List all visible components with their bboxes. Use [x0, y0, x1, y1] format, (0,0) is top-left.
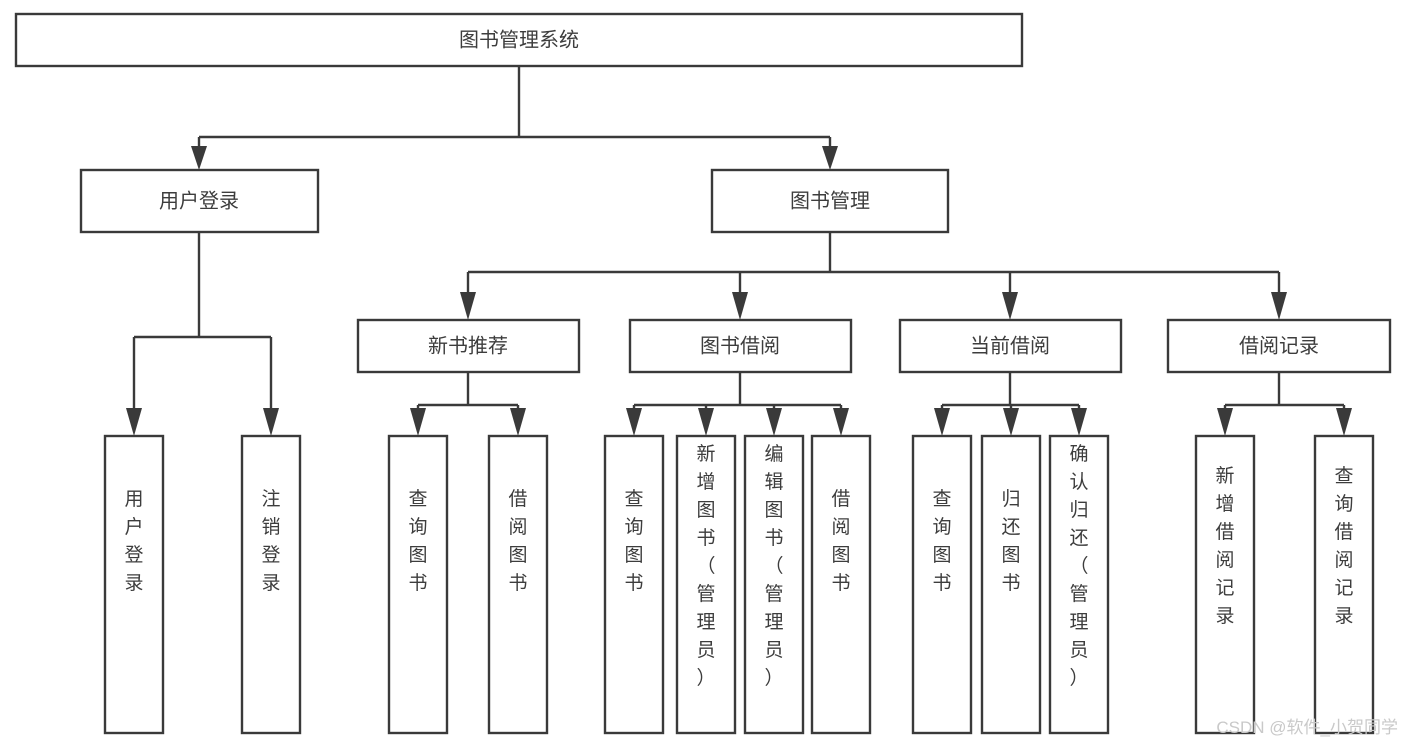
leaf-current-query-book-box	[911, 434, 973, 735]
leaf-current-confirm-return-box	[1048, 434, 1110, 735]
node-user-login[interactable]: 用户登录	[79, 168, 320, 234]
arrow-current-leaf-1	[934, 408, 950, 436]
arrow-borrow-leaf-3	[766, 408, 782, 436]
leaf-borrow-edit-book-label: 编辑图书（管理员）	[764, 443, 783, 689]
leaf-current-return-book[interactable]: 归还图书	[980, 434, 1042, 735]
arrow-to-book-borrow	[732, 292, 748, 320]
arrow-to-book-mgmt	[822, 146, 838, 170]
node-new-book-recommend[interactable]: 新书推荐	[356, 318, 581, 374]
leaf-user-login-logout-label: 注销登录	[261, 488, 280, 594]
leaf-user-login-login-box	[103, 434, 165, 735]
leaf-borrow-borrow-book[interactable]: 借阅图书	[810, 434, 872, 735]
arrow-current-leaf-2	[1003, 408, 1019, 436]
arrow-recommend-leaf-1	[410, 408, 426, 436]
leaf-borrow-borrow-book-label: 借阅图书	[831, 488, 850, 594]
csdn-watermark: CSDN @软件_小贺同学	[1216, 718, 1398, 737]
leaf-user-login-login-label: 用户登录	[124, 489, 143, 594]
node-book-borrow[interactable]: 图书借阅	[628, 318, 853, 374]
leaf-borrow-query-book-label: 查询图书	[624, 488, 643, 594]
leaf-borrow-borrow-book-box	[810, 434, 872, 735]
arrow-recommend-leaf-2	[510, 408, 526, 436]
arrow-userlogin-leaf-2	[263, 408, 279, 436]
leaf-current-query-book[interactable]: 查询图书	[911, 434, 973, 735]
leaf-record-add-record-box	[1194, 434, 1256, 735]
connector-layer	[126, 66, 1352, 436]
node-current-borrow[interactable]: 当前借阅	[898, 318, 1123, 374]
leaf-record-add-record[interactable]: 新增借阅记录	[1194, 434, 1256, 735]
leaf-borrow-query-book[interactable]: 查询图书	[603, 434, 665, 735]
leaf-user-login-logout-box	[240, 434, 302, 735]
arrow-record-leaf-1	[1217, 408, 1233, 436]
node-current-borrow-label: 当前借阅	[970, 334, 1050, 357]
leaf-current-confirm-return-label: 确认归还（管理员）	[1069, 443, 1088, 689]
leaf-borrow-add-book-box	[675, 434, 737, 735]
arrow-to-new-book-recommend	[460, 292, 476, 320]
leaf-recommend-query-book-label: 查询图书	[408, 488, 427, 594]
node-new-book-recommend-label: 新书推荐	[428, 334, 508, 357]
node-book-management-label: 图书管理	[790, 189, 870, 212]
leaf-record-query-record[interactable]: 查询借阅记录	[1313, 434, 1375, 735]
node-book-borrow-box	[628, 318, 853, 374]
node-user-login-label: 用户登录	[159, 189, 239, 212]
leaf-record-query-record-box	[1313, 434, 1375, 735]
leaf-borrow-edit-book[interactable]: 编辑图书（管理员）	[743, 434, 805, 735]
node-borrow-record[interactable]: 借阅记录	[1166, 318, 1392, 374]
arrow-record-leaf-2	[1336, 408, 1352, 436]
arrow-to-borrow-record	[1271, 292, 1287, 320]
leaf-current-return-book-label: 归还图书	[1001, 488, 1020, 594]
arrow-current-leaf-3	[1071, 408, 1087, 436]
node-book-management[interactable]: 图书管理	[710, 168, 950, 234]
leaf-recommend-borrow-book-label: 借阅图书	[508, 488, 527, 594]
leaf-recommend-query-book[interactable]: 查询图书	[387, 434, 449, 735]
arrow-to-current-borrow	[1002, 292, 1018, 320]
leaf-user-login-logout[interactable]: 注销登录	[240, 434, 302, 735]
node-user-login-box	[79, 168, 320, 234]
node-borrow-record-label: 借阅记录	[1239, 334, 1319, 357]
leaf-borrow-edit-book-box	[743, 434, 805, 735]
node-new-book-recommend-box	[356, 318, 581, 374]
leaf-recommend-borrow-book[interactable]: 借阅图书	[487, 434, 549, 735]
node-root-system[interactable]: 图书管理系统	[14, 12, 1024, 68]
leaf-record-query-record-label: 查询借阅记录	[1334, 465, 1353, 627]
leaf-borrow-add-book-label: 新增图书（管理员）	[696, 443, 715, 689]
arrow-borrow-leaf-1	[626, 408, 642, 436]
arrow-borrow-leaf-2	[698, 408, 714, 436]
leaf-record-add-record-label: 新增借阅记录	[1215, 465, 1234, 627]
leaf-user-login-login[interactable]: 用户登录	[103, 434, 165, 735]
leaf-recommend-query-book-box	[387, 434, 449, 735]
leaf-current-confirm-return[interactable]: 确认归还（管理员）	[1048, 434, 1110, 735]
arrow-borrow-leaf-4	[833, 408, 849, 436]
node-borrow-record-box	[1166, 318, 1392, 374]
leaf-borrow-query-book-box	[603, 434, 665, 735]
arrow-to-user-login	[191, 146, 207, 170]
node-book-borrow-label: 图书借阅	[700, 334, 780, 357]
node-root-label: 图书管理系统	[459, 28, 579, 51]
node-root-box	[14, 12, 1024, 68]
arrow-userlogin-leaf-1	[126, 408, 142, 436]
leaf-current-query-book-label: 查询图书	[932, 488, 951, 594]
leaf-current-return-book-box	[980, 434, 1042, 735]
leaf-borrow-add-book[interactable]: 新增图书（管理员）	[675, 434, 737, 735]
leaf-recommend-borrow-book-box	[487, 434, 549, 735]
node-current-borrow-box	[898, 318, 1123, 374]
node-book-management-box	[710, 168, 950, 234]
